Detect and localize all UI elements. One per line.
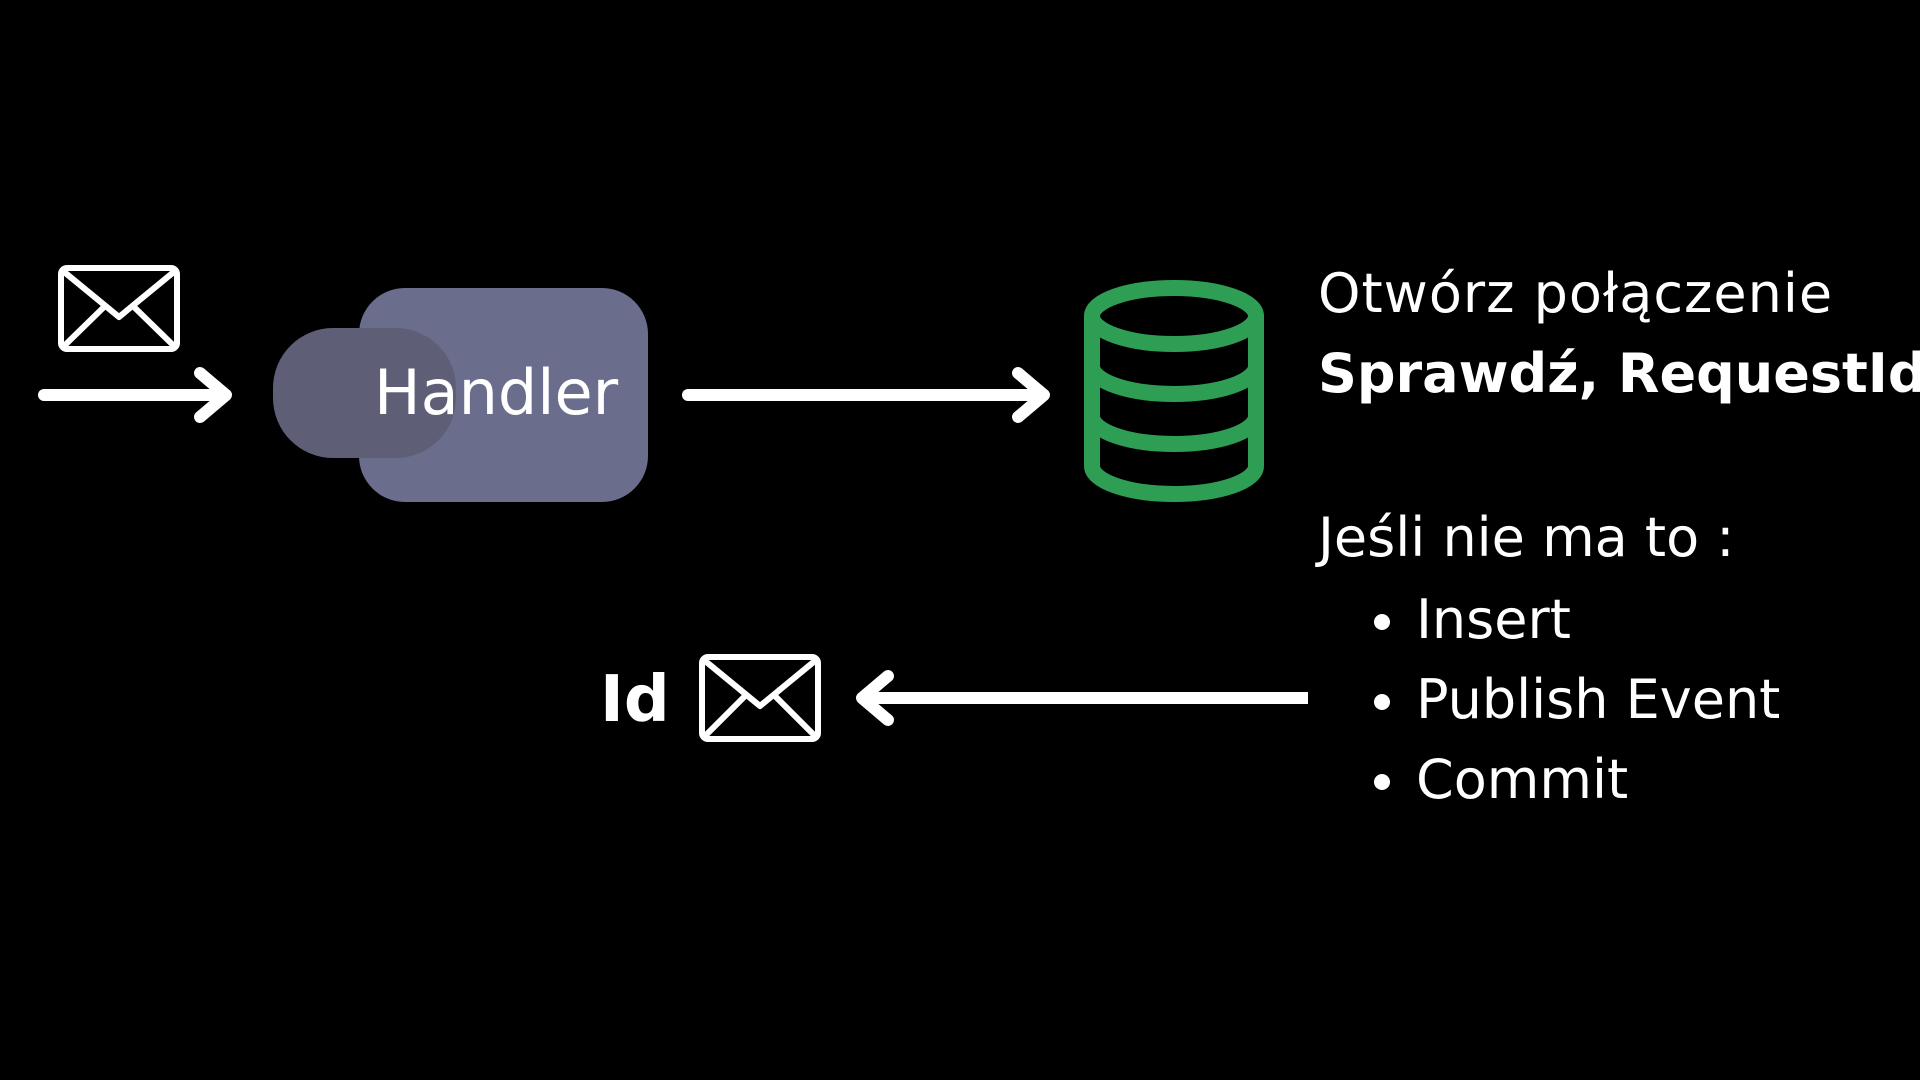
- handler-shape-overlay: [273, 328, 456, 458]
- step-insert: Insert: [1370, 580, 1780, 660]
- incoming-envelope-icon: [58, 265, 180, 352]
- steps-list: Insert Publish Event Commit: [1370, 580, 1780, 820]
- database-icon: [1084, 280, 1264, 502]
- response-id-label: Id: [600, 663, 670, 737]
- open-connection-text: Otwórz połączenie: [1318, 262, 1834, 325]
- condition-text: Jeśli nie ma to :: [1318, 506, 1735, 569]
- handler-label: Handler: [374, 356, 619, 429]
- response-arrow: [856, 670, 1308, 726]
- step-commit: Commit: [1370, 740, 1780, 820]
- incoming-arrow: [38, 367, 232, 423]
- step-publish-event: Publish Event: [1370, 660, 1780, 740]
- handler-to-database-arrow: [682, 367, 1050, 423]
- response-envelope-icon: [699, 654, 821, 742]
- check-request-id-text: Sprawdź, RequestId: [1318, 342, 1920, 405]
